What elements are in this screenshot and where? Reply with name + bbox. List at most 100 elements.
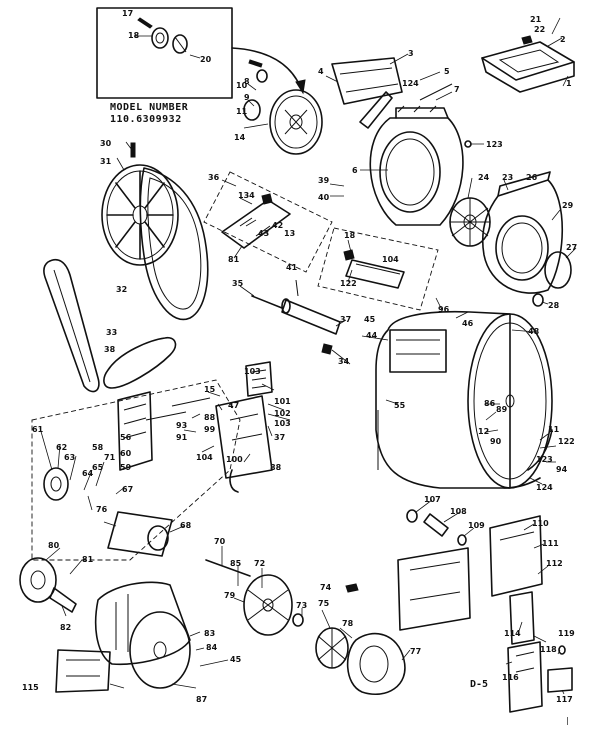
- callout-45b: 45: [230, 655, 242, 664]
- callout-33: 33: [106, 328, 117, 337]
- callout-99: 99: [204, 425, 216, 434]
- callout-109: 109: [468, 521, 485, 530]
- callout-13: 13: [284, 229, 295, 238]
- callout-96: 96: [438, 305, 450, 314]
- model-number-value: 110.6309932: [110, 114, 182, 125]
- page-mark: |: [565, 716, 570, 725]
- callout-20: 20: [200, 55, 212, 64]
- sheet-id: D-5: [470, 679, 489, 690]
- drum-pulley: [101, 142, 179, 266]
- rear-panel: [345, 509, 543, 631]
- callout-26: 26: [526, 173, 538, 182]
- callout-2: 2: [560, 35, 566, 44]
- callout-122: 122: [558, 437, 575, 446]
- callout-8: 8: [244, 77, 250, 86]
- callout-78: 78: [342, 619, 354, 628]
- callout-118: 118: [540, 645, 557, 654]
- callout-124: 124: [536, 483, 553, 492]
- callout-83: 83: [204, 629, 215, 638]
- control-housing: [481, 35, 575, 93]
- callout-labels: 17 18 20 8 9 10 11 14 4 3 5 7 124 123 6 …: [22, 9, 577, 704]
- callout-114: 114: [504, 629, 521, 638]
- callout-41: 41: [286, 263, 298, 272]
- callout-91: 91: [176, 433, 188, 442]
- callout-28: 28: [548, 301, 560, 310]
- callout-125: 134: [238, 191, 255, 200]
- callout-103b: 103: [274, 419, 291, 428]
- callout-40: 40: [318, 193, 330, 202]
- callout-9: 9: [244, 93, 250, 102]
- callout-135: 124: [402, 79, 419, 88]
- callout-32: 32: [116, 285, 127, 294]
- callout-77: 77: [410, 647, 421, 656]
- callout-90: 90: [490, 437, 502, 446]
- callout-75: 75: [318, 599, 330, 608]
- callout-14: 14: [234, 133, 246, 142]
- callout-29: 29: [562, 201, 574, 210]
- callout-48: 48: [528, 327, 540, 336]
- callout-87: 87: [196, 695, 207, 704]
- callout-122a: 122: [340, 279, 357, 288]
- callout-85: 85: [230, 559, 242, 568]
- callout-70: 70: [214, 537, 226, 546]
- callout-102: 102: [274, 409, 291, 418]
- callout-104b: 104: [196, 453, 213, 462]
- callout-45: 45: [364, 315, 376, 324]
- callout-62: 62: [56, 443, 67, 452]
- callout-107: 107: [424, 495, 441, 504]
- callout-56: 56: [120, 433, 132, 442]
- callout-5: 5: [444, 67, 450, 76]
- leader-lines: [39, 17, 577, 695]
- callout-80: 80: [48, 541, 60, 550]
- callout-65: 65: [92, 463, 104, 472]
- callout-76: 76: [96, 505, 108, 514]
- callout-59: 59: [120, 463, 132, 472]
- callout-88b: 88: [270, 463, 282, 472]
- callout-63: 63: [64, 453, 75, 462]
- callout-67: 67: [122, 485, 133, 494]
- callout-115: 115: [22, 683, 39, 692]
- callout-27: 27: [566, 243, 577, 252]
- callout-15: 15: [204, 385, 216, 394]
- callout-84: 84: [206, 643, 218, 652]
- callout-81b: 81: [82, 555, 94, 564]
- callout-103: 103: [244, 367, 261, 376]
- callout-100: 100: [226, 455, 243, 464]
- motor-pulley: [19, 557, 77, 613]
- callout-71: 71: [104, 453, 116, 462]
- callout-31: 31: [100, 157, 112, 166]
- callout-42: 42: [272, 221, 283, 230]
- callout-108: 108: [450, 507, 467, 516]
- callout-23: 23: [502, 173, 513, 182]
- drive-motor: [55, 581, 191, 693]
- callout-17: 17: [122, 9, 133, 18]
- callout-7: 7: [454, 85, 460, 94]
- callout-1: 1: [566, 79, 572, 88]
- callout-10: 10: [236, 81, 248, 90]
- callout-112: 112: [546, 559, 563, 568]
- callout-68: 68: [180, 521, 192, 530]
- callout-58: 58: [92, 443, 104, 452]
- drum-rollers-kit: [317, 227, 439, 311]
- dryer-drum: [375, 310, 553, 489]
- drive-belts: [43, 167, 209, 393]
- callout-18b: 18: [344, 231, 356, 240]
- callout-39: 39: [318, 176, 330, 185]
- idler-bracket: [203, 171, 333, 273]
- callout-117: 117: [556, 695, 573, 704]
- callout-119: 119: [558, 629, 575, 638]
- callout-110: 110: [532, 519, 549, 528]
- callout-74: 74: [320, 583, 332, 592]
- callout-86: 86: [484, 399, 496, 408]
- callout-34: 34: [338, 357, 350, 366]
- blower-impeller: [205, 559, 406, 695]
- callout-36: 36: [208, 173, 220, 182]
- timer-switch: [245, 361, 273, 397]
- drum-shaft: [251, 279, 341, 355]
- callout-82: 82: [60, 623, 71, 632]
- callout-43: 43: [258, 229, 269, 238]
- callout-127: 123: [536, 455, 553, 464]
- callout-134: 123: [486, 140, 503, 149]
